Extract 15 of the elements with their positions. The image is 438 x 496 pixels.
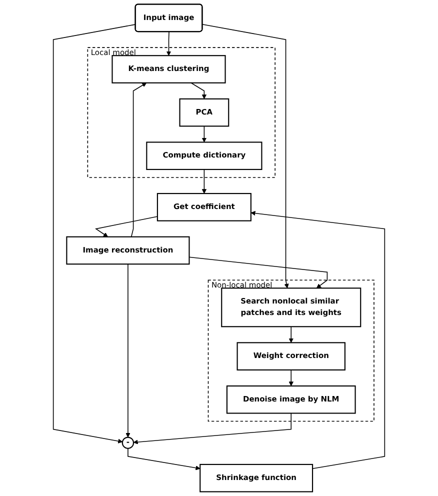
arrow bbox=[188, 256, 328, 288]
arrow bbox=[166, 31, 172, 56]
arrow bbox=[126, 264, 130, 438]
arrow bbox=[202, 126, 207, 142]
arrow bbox=[202, 24, 289, 288]
arrow bbox=[202, 169, 207, 194]
arrow bbox=[250, 210, 386, 469]
arrow bbox=[288, 326, 294, 343]
arrow bbox=[288, 370, 294, 386]
arrow bbox=[94, 216, 158, 238]
arrow bbox=[128, 448, 200, 470]
arrow bbox=[190, 82, 207, 100]
arrow bbox=[52, 24, 136, 444]
arrow bbox=[130, 82, 147, 238]
arrow bbox=[133, 412, 292, 444]
